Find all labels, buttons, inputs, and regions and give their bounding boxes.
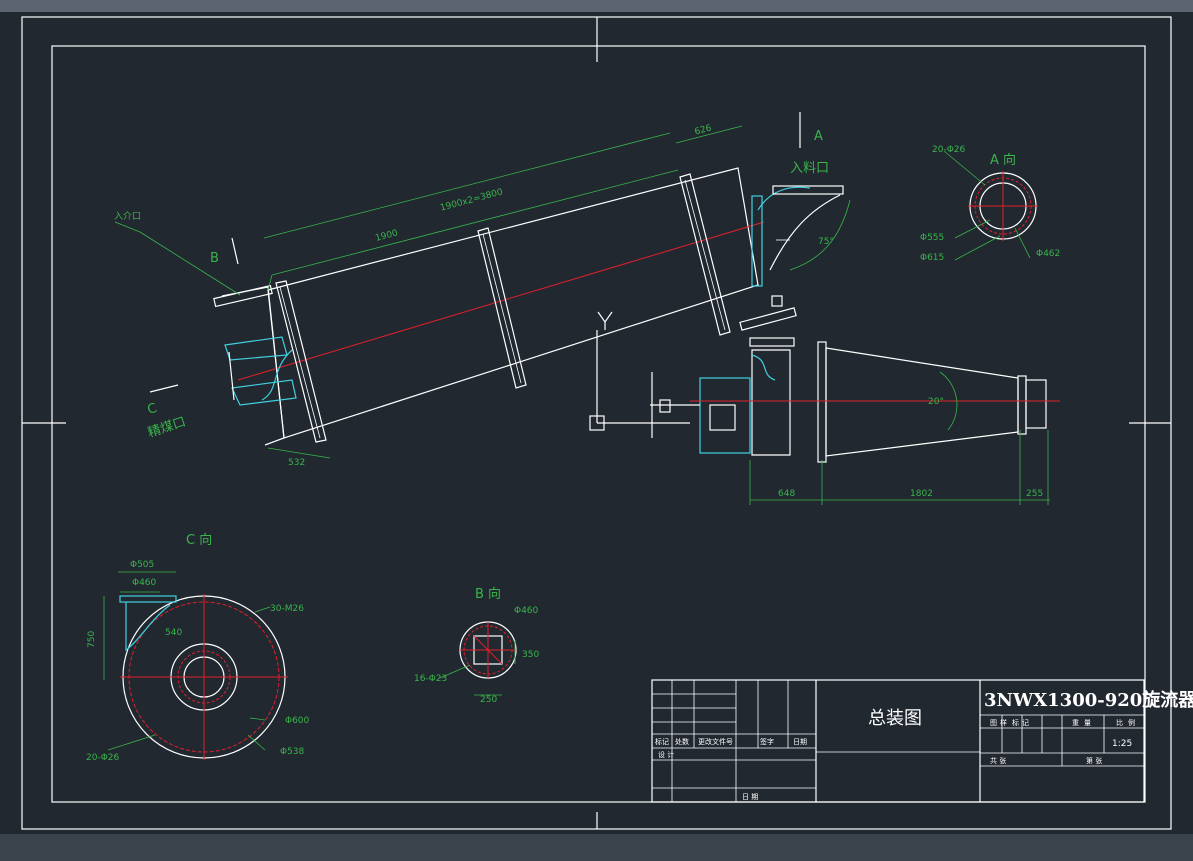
row-label-change: 更改文件号 bbox=[698, 737, 733, 746]
view-b-350: 350 bbox=[522, 650, 539, 660]
view-c-title: C 向 bbox=[186, 532, 212, 548]
header-5: 量 bbox=[1084, 719, 1091, 727]
view-c-540: 540 bbox=[165, 628, 182, 638]
label-inlet-feed: 入料口 bbox=[790, 161, 829, 176]
row-label-count: 处数 bbox=[675, 737, 689, 746]
sheet-number: 第 张 bbox=[1086, 756, 1102, 765]
header-0: 图 bbox=[990, 719, 997, 727]
dimensions-main bbox=[114, 112, 1050, 505]
dim-532: 532 bbox=[288, 458, 305, 468]
inner-frame bbox=[51, 45, 1146, 803]
cyclone-body bbox=[650, 337, 1060, 463]
dim-1900: 1900 bbox=[374, 228, 399, 244]
dim-255: 255 bbox=[1026, 489, 1043, 499]
row-label-date: 日期 bbox=[793, 738, 807, 746]
view-a-title: A 向 bbox=[990, 152, 1016, 168]
title-block bbox=[651, 679, 1145, 803]
dim-626: 626 bbox=[694, 123, 713, 137]
view-c-d505: Φ505 bbox=[130, 560, 154, 570]
header-4: 重 bbox=[1072, 719, 1079, 727]
label-arrow-c: C bbox=[146, 401, 159, 418]
label-clean-coal: 精煤口 bbox=[146, 415, 188, 441]
header-2: 标 bbox=[1012, 718, 1019, 727]
view-b-d460: Φ460 bbox=[514, 606, 539, 616]
view-b bbox=[439, 621, 517, 696]
drawing-name: 总装图 bbox=[868, 708, 922, 729]
view-c-d460: Φ460 bbox=[132, 578, 157, 588]
bottom-status-strip bbox=[0, 834, 1193, 861]
feed-elbow bbox=[739, 185, 844, 331]
dim-648: 648 bbox=[778, 489, 795, 499]
main-cylinder bbox=[237, 167, 765, 443]
view-c-m26: 30-M26 bbox=[270, 604, 304, 614]
view-c-d538: Φ538 bbox=[280, 747, 305, 757]
view-a bbox=[943, 150, 1038, 261]
view-c-750: 750 bbox=[87, 631, 97, 648]
row-label-sign: 签字 bbox=[760, 737, 774, 746]
view-b-title: B 向 bbox=[475, 586, 501, 602]
date-label: 日 期 bbox=[742, 793, 758, 801]
left-inlet bbox=[213, 284, 297, 446]
ucs-icon bbox=[589, 311, 690, 431]
view-c bbox=[103, 571, 288, 760]
design-label: 设 计 bbox=[658, 750, 674, 759]
view-a-holes: 20-Φ26 bbox=[932, 145, 966, 155]
view-a-d615: Φ615 bbox=[920, 253, 944, 263]
view-b-holes: 16-Φ23 bbox=[414, 674, 447, 684]
scale-value: 1:25 bbox=[1112, 739, 1132, 749]
view-c-d600: Φ600 bbox=[285, 716, 310, 726]
header-1: 样 bbox=[1000, 718, 1007, 727]
angle-20: 20° bbox=[928, 397, 944, 407]
header-3: 记 bbox=[1022, 719, 1029, 727]
label-arrow-b: B bbox=[210, 251, 219, 266]
top-toolbar-strip bbox=[0, 0, 1193, 12]
product-name: 3NWX1300-920旋流器 bbox=[984, 689, 1193, 711]
angle-75: 75° bbox=[818, 237, 834, 247]
header-6: 比 bbox=[1116, 718, 1123, 727]
view-a-d555: Φ555 bbox=[920, 233, 944, 243]
view-c-holes: 20-Φ26 bbox=[86, 753, 120, 763]
row-label-mark: 标记 bbox=[655, 737, 669, 746]
dim-1802: 1802 bbox=[910, 489, 933, 499]
sheet-total: 共 张 bbox=[990, 756, 1006, 765]
view-a-d462: Φ462 bbox=[1036, 249, 1060, 259]
header-7: 例 bbox=[1128, 718, 1135, 727]
view-b-250: 250 bbox=[480, 695, 497, 705]
label-arrow-a: A bbox=[814, 129, 823, 144]
label-inlet-medium: 入介口 bbox=[114, 211, 141, 222]
dim-1900x2: 1900x2=3800 bbox=[439, 187, 504, 213]
